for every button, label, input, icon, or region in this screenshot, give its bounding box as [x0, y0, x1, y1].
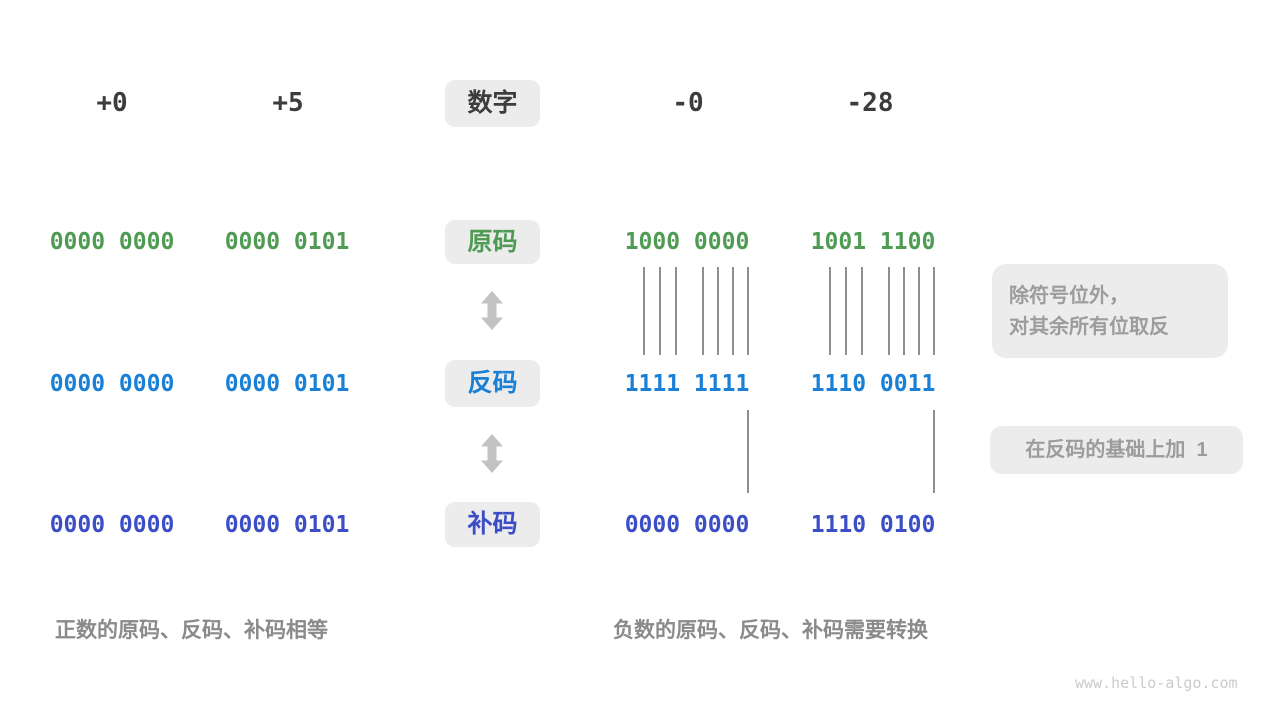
watermark-url: www.hello-algo.com [1075, 674, 1238, 692]
sign-magnitude-neg-zero: 1000 0000 [624, 229, 750, 255]
bit-line [933, 410, 935, 493]
bit-line [747, 267, 749, 355]
bit-line [903, 267, 905, 355]
bit-line [861, 267, 863, 355]
bit-line [845, 267, 847, 355]
annotation-invert-bits-line2: 对其余所有位取反 [1009, 315, 1169, 338]
row-label-number-text: 数字 [467, 89, 518, 117]
bit-line [829, 267, 831, 355]
annotation-invert-bits: 除符号位外， 对其余所有位取反 [992, 264, 1228, 358]
bit-line [918, 267, 920, 355]
caption-positive-numbers: 正数的原码、反码、补码相等 [55, 619, 328, 642]
annotation-add-one: 在反码的基础上加 1 [990, 426, 1243, 474]
number-header-neg-28: -28 [846, 88, 894, 118]
bit-line [643, 267, 645, 355]
bit-line [888, 267, 890, 355]
sign-magnitude-neg-28: 1001 1100 [810, 229, 936, 255]
number-header-neg-zero: -0 [672, 88, 704, 118]
caption-negative-numbers: 负数的原码、反码、补码需要转换 [613, 619, 928, 642]
number-header-pos-zero: +0 [96, 88, 128, 118]
twos-complement-neg-zero: 0000 0000 [624, 512, 750, 538]
convert-arrow-icon [481, 434, 503, 473]
twos-complement-neg-28: 1110 0100 [810, 512, 936, 538]
annotation-add-one-text: 在反码的基础上加 1 [1025, 439, 1208, 461]
bit-line [702, 267, 704, 355]
row-label-ones-complement-text: 反码 [467, 369, 518, 397]
sign-magnitude-pos-five: 0000 0101 [224, 229, 350, 255]
row-label-number: 数字 [445, 80, 540, 127]
twos-complement-pos-zero: 0000 0000 [49, 512, 175, 538]
row-label-sign-magnitude-text: 原码 [467, 227, 518, 256]
row-label-sign-magnitude: 原码 [445, 220, 540, 264]
sign-magnitude-pos-zero: 0000 0000 [49, 229, 175, 255]
twos-complement-pos-five: 0000 0101 [224, 512, 350, 538]
bit-line [933, 267, 935, 355]
bit-line [659, 267, 661, 355]
annotation-invert-bits-line1: 除符号位外， [1009, 284, 1129, 307]
row-label-twos-complement-text: 补码 [467, 510, 518, 538]
convert-arrow-icon [481, 291, 503, 330]
bit-line [747, 410, 749, 493]
bit-line [717, 267, 719, 355]
bit-line [732, 267, 734, 355]
ones-complement-pos-zero: 0000 0000 [49, 371, 175, 397]
ones-complement-neg-28: 1110 0011 [810, 371, 936, 397]
row-label-twos-complement: 补码 [445, 502, 540, 547]
ones-complement-neg-zero: 1111 1111 [624, 371, 750, 397]
number-header-pos-five: +5 [272, 88, 304, 118]
bit-line [675, 267, 677, 355]
ones-complement-pos-five: 0000 0101 [224, 371, 350, 397]
row-label-ones-complement: 反码 [445, 360, 540, 407]
